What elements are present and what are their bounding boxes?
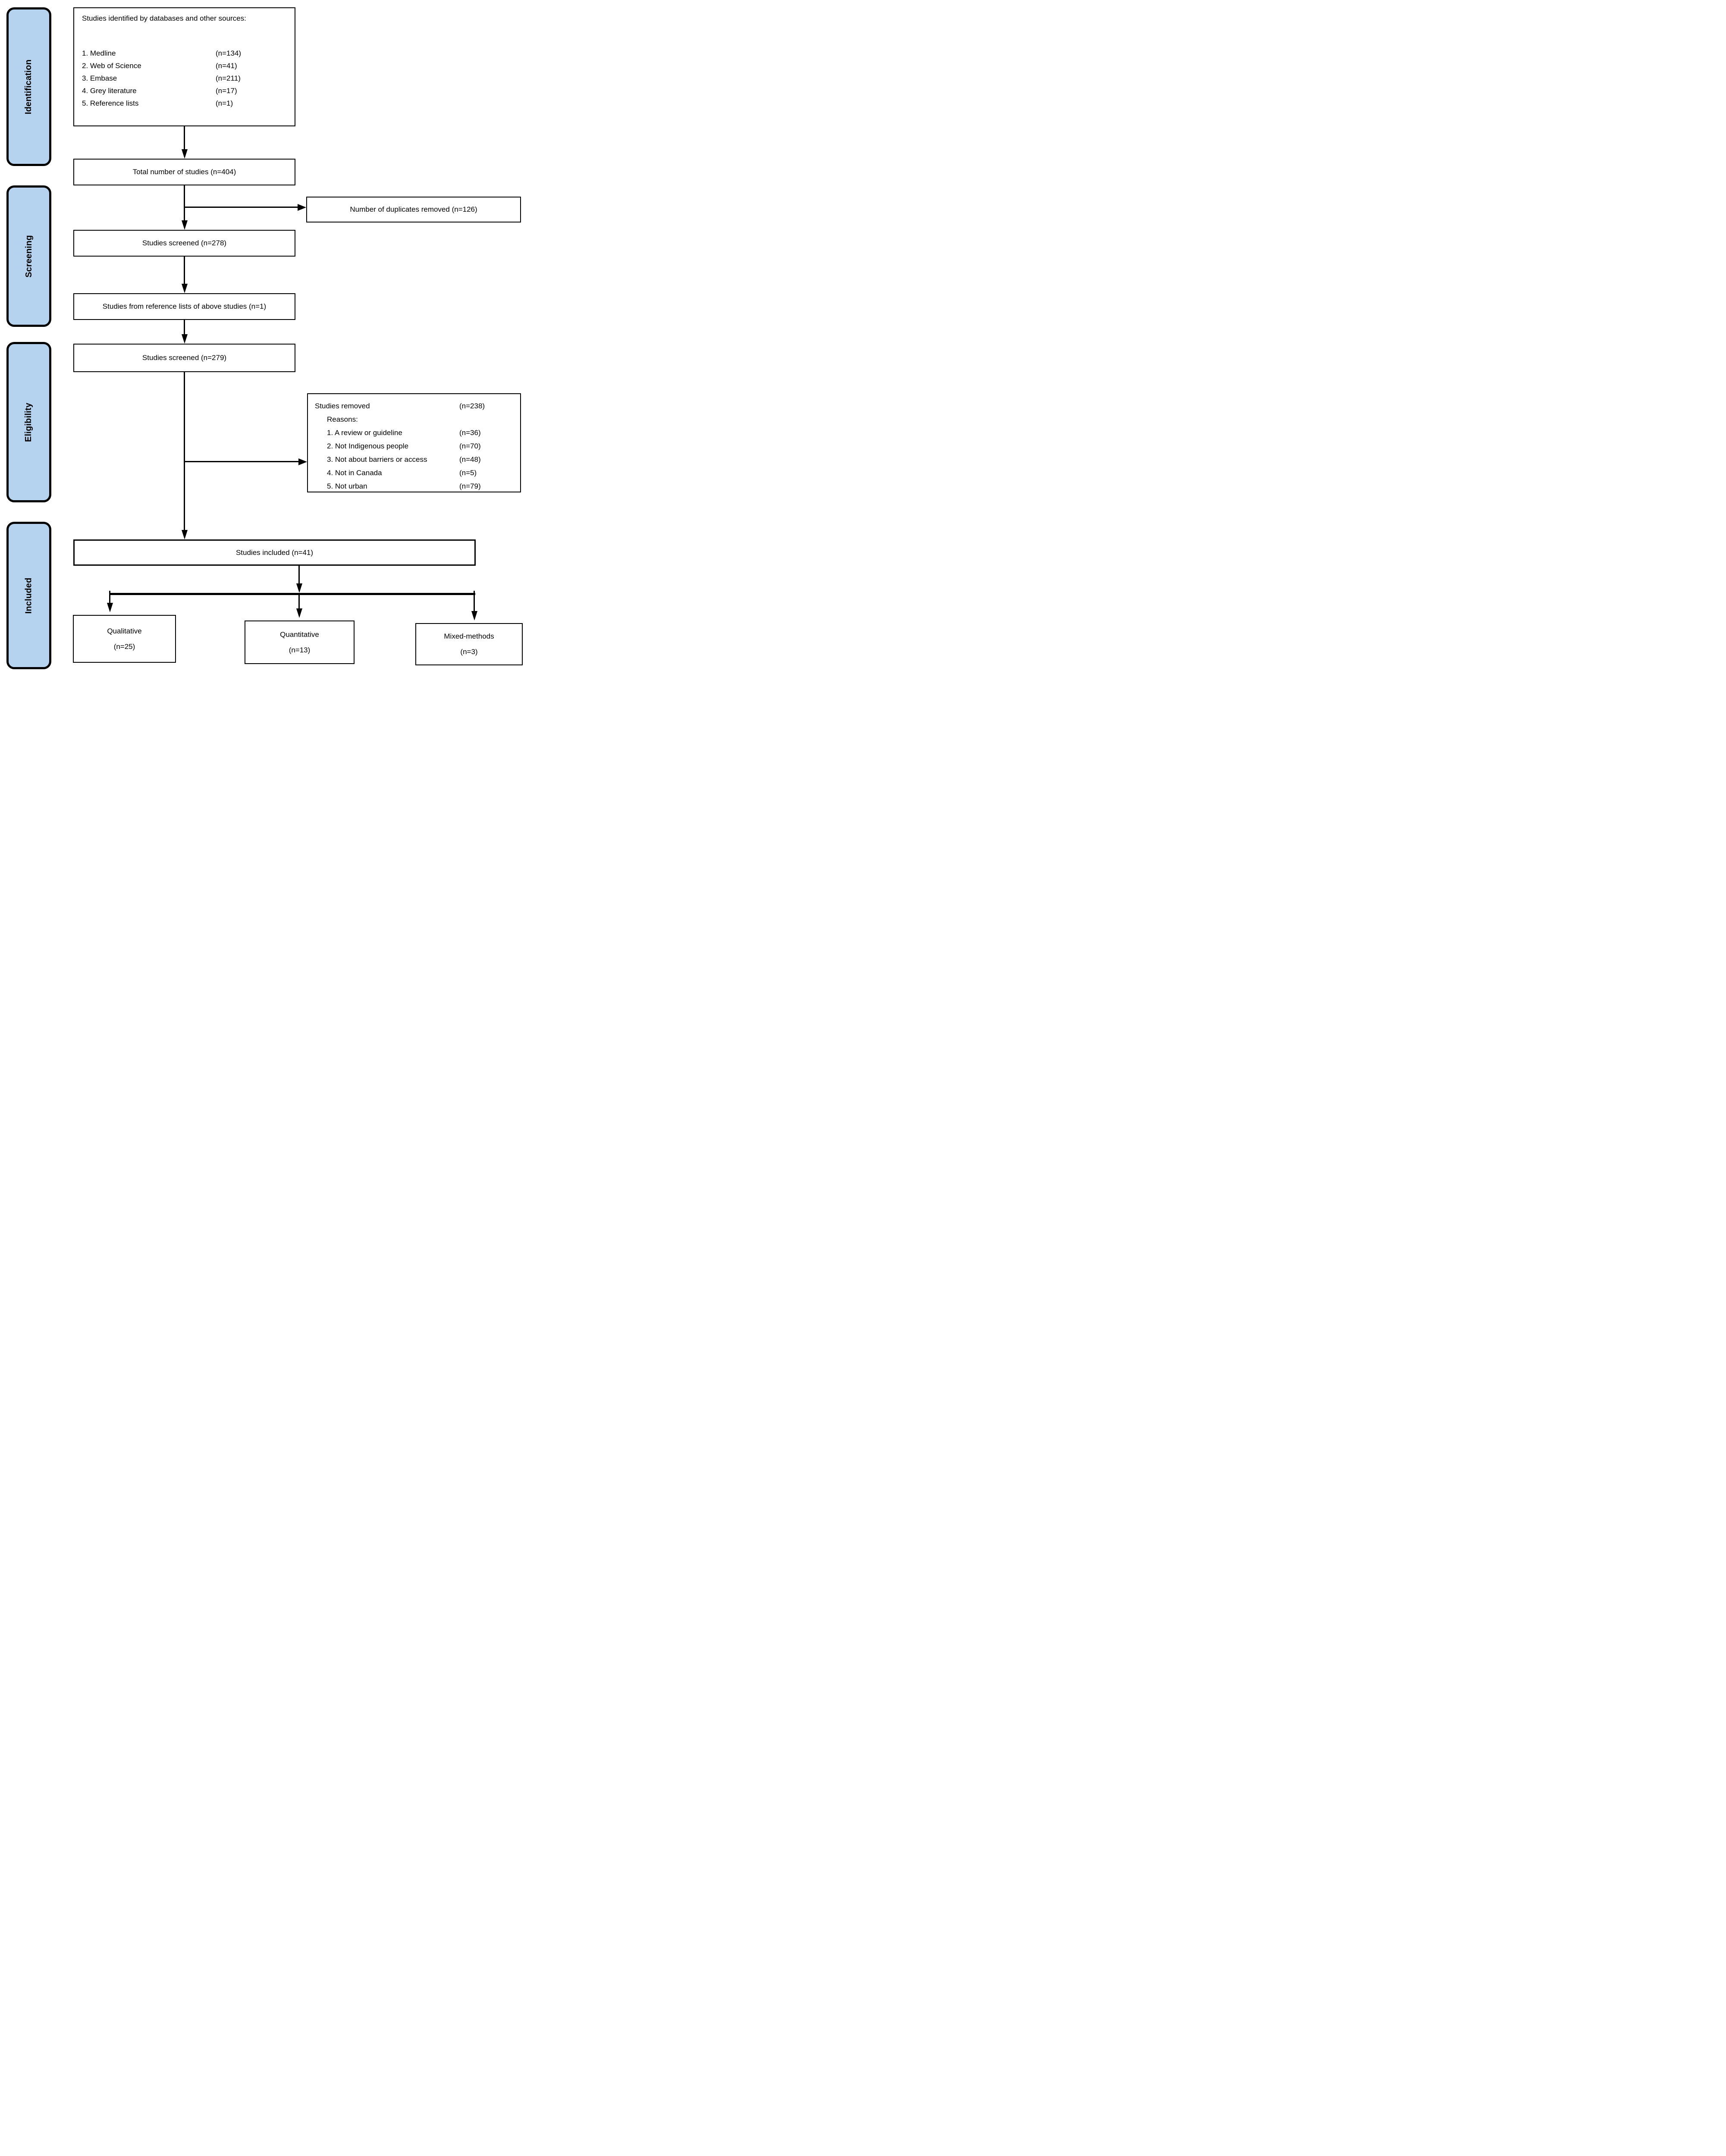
reason-count: (n=36) <box>459 429 481 437</box>
reference-lists-box: Studies from reference lists of above st… <box>73 293 295 320</box>
source-label: 1. Medline <box>82 49 116 57</box>
outcome-mixed-methods-label: Mixed-methods <box>444 632 494 640</box>
arrow-total-to-screened-line <box>184 185 185 220</box>
reason-count: (n=5) <box>459 469 477 477</box>
studies-screened-279-box: Studies screened (n=279) <box>73 344 295 372</box>
arrow-screened279-to-included-line <box>184 372 185 530</box>
arrow-split-to-quantitative-line <box>298 595 300 608</box>
outcome-qualitative-box: Qualitative (n=25) <box>73 615 176 663</box>
branch-duplicates-head <box>298 204 306 211</box>
arrow-split-to-quantitative-head <box>296 608 302 618</box>
duplicates-removed-box: Number of duplicates removed (n=126) <box>306 197 521 222</box>
reason-count: (n=79) <box>459 482 481 490</box>
source-count: (n=41) <box>216 62 237 70</box>
outcome-mixed-methods-box: Mixed-methods (n=3) <box>415 623 523 665</box>
reason-count: (n=70) <box>459 442 481 450</box>
stage-identification: Identification <box>6 7 51 166</box>
reason-count: (n=48) <box>459 455 481 464</box>
source-count: (n=134) <box>216 49 242 57</box>
source-label: 4. Grey literature <box>82 87 137 95</box>
studies-screened-279-text: Studies screened (n=279) <box>142 354 227 362</box>
source-row: 2. Web of Science (n=41) <box>82 60 287 72</box>
arrow-split-to-mixed-head <box>471 611 477 620</box>
branch-removed-line <box>185 461 298 462</box>
stage-eligibility-label: Eligibility <box>24 402 34 442</box>
source-label: 3. Embase <box>82 74 117 82</box>
removed-title: Studies removed <box>315 402 370 410</box>
outcome-quantitative-label: Quantitative <box>280 630 319 639</box>
studies-included-text: Studies included (n=41) <box>235 548 314 557</box>
arrow-split-to-qualitative-head <box>107 603 113 612</box>
reference-lists-text: Studies from reference lists of above st… <box>102 302 267 310</box>
removed-reasons-label: Reasons: <box>327 415 358 423</box>
stage-screening: Screening <box>6 185 51 327</box>
arrow-reflists-to-screened279-head <box>182 334 188 344</box>
arrow-total-to-screened-head <box>182 220 188 230</box>
arrow-included-to-split-line <box>298 566 300 583</box>
reason-label: 2. Not Indigenous people <box>327 442 409 450</box>
source-label: 5. Reference lists <box>82 99 139 107</box>
arrow-screened279-to-included-head <box>182 530 188 539</box>
stage-included-label: Included <box>24 577 34 614</box>
arrow-split-to-mixed-line <box>474 591 475 611</box>
source-row: 5. Reference lists (n=1) <box>82 97 287 110</box>
removed-total-count: (n=238) <box>459 402 485 410</box>
arrow-screened-to-reflists-line <box>184 257 185 284</box>
identified-sources-box: Studies identified by databases and othe… <box>73 7 295 126</box>
studies-included-box: Studies included (n=41) <box>73 539 476 566</box>
stage-eligibility: Eligibility <box>6 342 51 502</box>
arrow-screened-to-reflists-head <box>182 284 188 293</box>
stage-included: Included <box>6 522 51 669</box>
reason-label: 3. Not about barriers or access <box>327 455 427 464</box>
arrow-split-to-qualitative-line <box>109 591 110 603</box>
reason-label: 1. A review or guideline <box>327 429 402 437</box>
outcome-quantitative-count: (n=13) <box>289 646 311 654</box>
total-studies-box: Total number of studies (n=404) <box>73 159 295 185</box>
studies-screened-278-box: Studies screened (n=278) <box>73 230 295 257</box>
reason-label: 5. Not urban <box>327 482 367 490</box>
arrow-identified-to-total-line <box>184 126 185 149</box>
duplicates-removed-text: Number of duplicates removed (n=126) <box>350 205 477 213</box>
arrow-identified-to-total-head <box>182 149 188 159</box>
source-row: 4. Grey literature (n=17) <box>82 85 287 97</box>
outcome-quantitative-box: Quantitative (n=13) <box>245 620 355 664</box>
arrow-included-to-split-head <box>296 583 302 593</box>
source-count: (n=211) <box>216 74 241 82</box>
stage-identification-label: Identification <box>24 59 34 114</box>
source-count: (n=17) <box>216 87 237 95</box>
arrow-reflists-to-screened279-line <box>184 320 185 334</box>
identified-sources-title: Studies identified by databases and othe… <box>82 14 246 22</box>
reason-label: 4. Not in Canada <box>327 469 382 477</box>
outcome-qualitative-count: (n=25) <box>113 642 135 651</box>
source-row: 3. Embase (n=211) <box>82 72 287 85</box>
removed-reason-row: 1. A review or guideline (n=36) <box>315 426 513 439</box>
removed-reason-row: 3. Not about barriers or access (n=48) <box>315 453 513 466</box>
source-count: (n=1) <box>216 99 233 107</box>
removed-reason-row: 4. Not in Canada (n=5) <box>315 466 513 479</box>
total-studies-text: Total number of studies (n=404) <box>132 168 236 176</box>
stage-screening-label: Screening <box>24 235 34 278</box>
split-line <box>109 593 475 595</box>
studies-removed-box: Studies removed (n=238) Reasons: 1. A re… <box>307 393 521 492</box>
removed-title-row: Studies removed (n=238) <box>315 399 513 413</box>
outcome-mixed-methods-count: (n=3) <box>460 648 478 656</box>
branch-removed-head <box>298 458 307 465</box>
source-row: 1. Medline (n=134) <box>82 47 287 60</box>
removed-reason-row: 5. Not urban (n=79) <box>315 479 513 493</box>
outcome-qualitative-label: Qualitative <box>107 627 142 635</box>
removed-reason-row: 2. Not Indigenous people (n=70) <box>315 439 513 453</box>
branch-duplicates-line <box>185 207 298 208</box>
source-label: 2. Web of Science <box>82 62 141 70</box>
prisma-flow-diagram: Identification Screening Eligibility Inc… <box>0 0 527 674</box>
studies-screened-278-text: Studies screened (n=278) <box>142 239 227 247</box>
